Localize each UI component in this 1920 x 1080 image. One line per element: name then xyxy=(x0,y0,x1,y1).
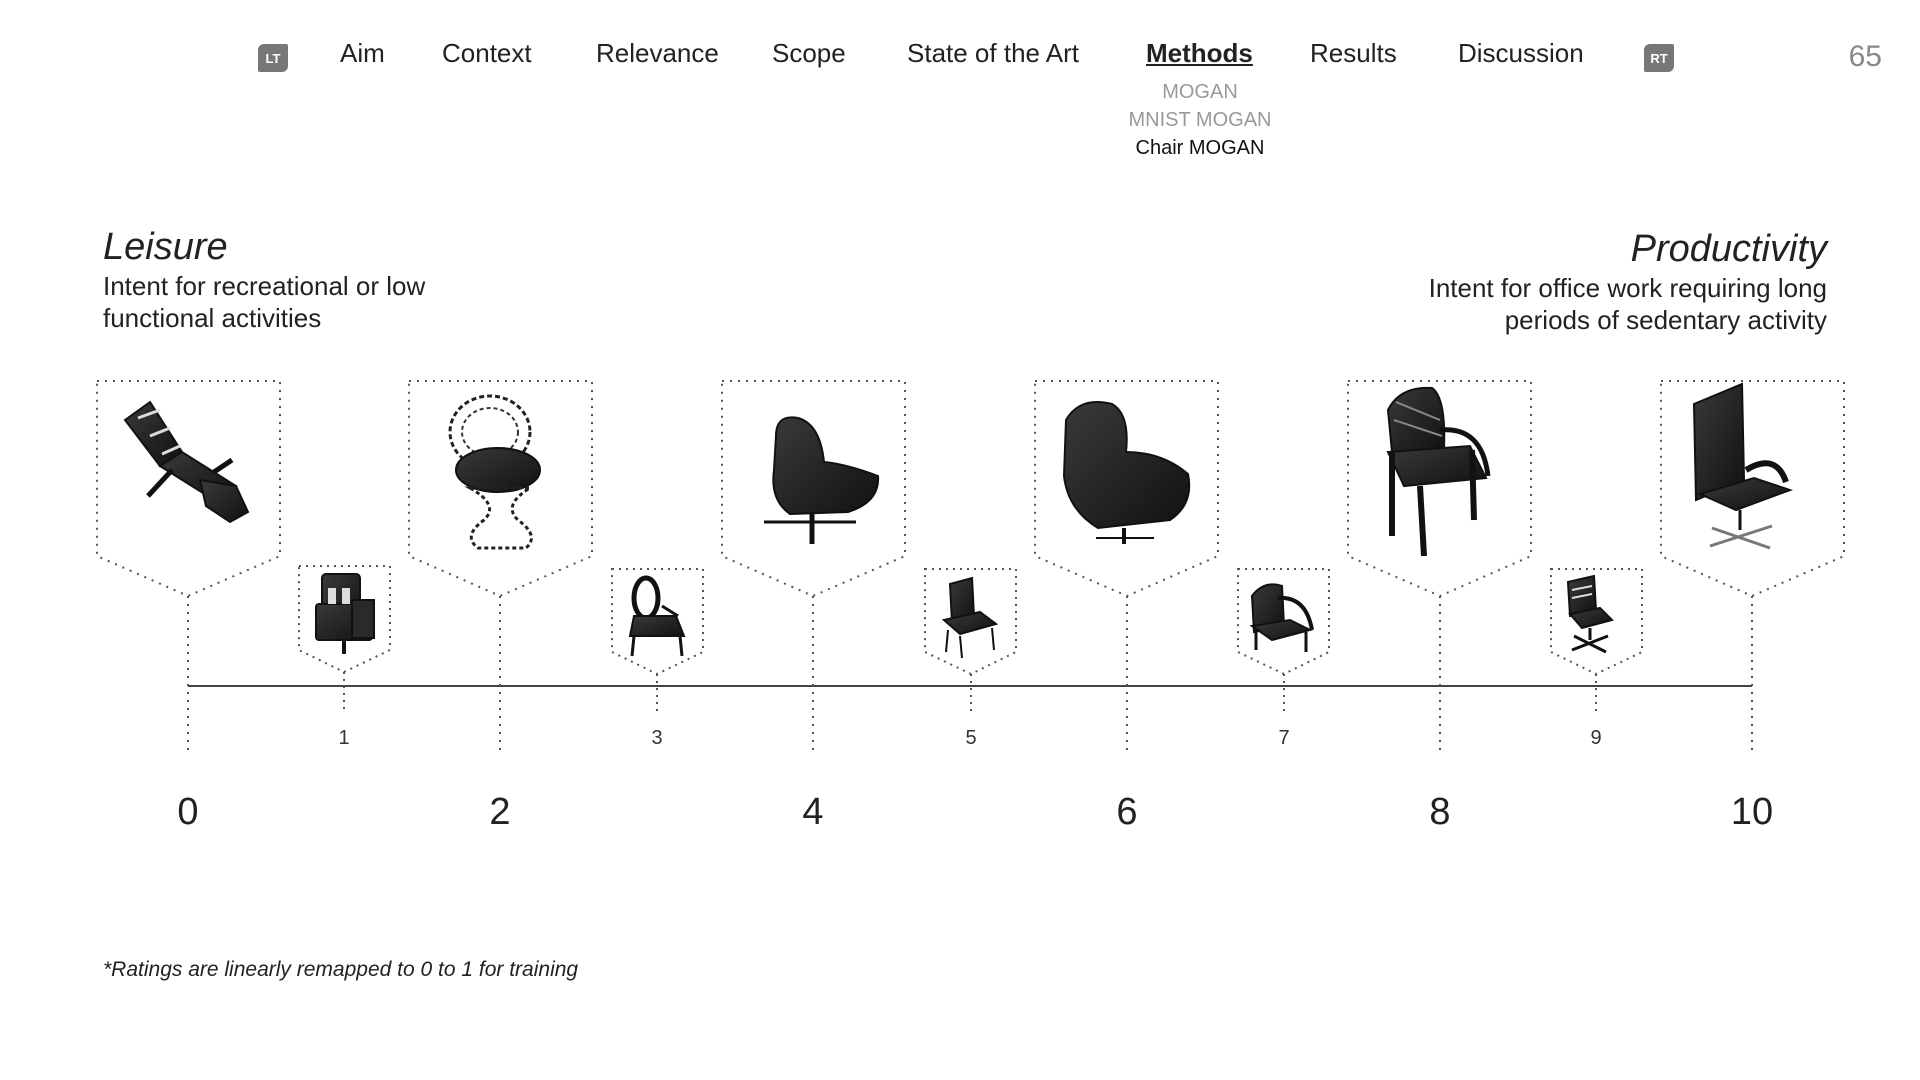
major-marker-8 xyxy=(1347,380,1532,752)
nav-item-scope[interactable]: Scope xyxy=(772,38,846,68)
left-badge-icon[interactable]: LT xyxy=(258,44,288,72)
nav-item-relevance[interactable]: Relevance xyxy=(596,38,719,68)
nav-item-methods[interactable]: Methods xyxy=(1146,38,1253,68)
nav-item-context[interactable]: Context xyxy=(442,38,532,68)
rating-scale-diagram: 1 3 5 7 9 0 2 4 6 8 10 xyxy=(96,380,1845,833)
major-label-2: 2 xyxy=(489,791,510,833)
major-marker-6 xyxy=(1034,380,1219,752)
minor-marker-3 xyxy=(611,568,704,712)
ornate-side-chair-icon xyxy=(628,575,686,657)
subnav-item-mogan[interactable]: MOGAN xyxy=(1162,81,1238,103)
subnav-item-chair-mogan[interactable]: Chair MOGAN xyxy=(1135,137,1265,159)
major-marker-0 xyxy=(96,380,281,752)
subnav-item-mnist-mogan[interactable]: MNIST MOGAN xyxy=(1128,109,1272,131)
major-marker-10 xyxy=(1660,380,1845,752)
nav-item-state-of-the-art[interactable]: State of the Art xyxy=(907,38,1079,68)
task-chair-icon xyxy=(1566,574,1614,654)
major-label-0: 0 xyxy=(177,791,198,833)
major-label-6: 6 xyxy=(1116,791,1137,833)
major-label-10: 10 xyxy=(1731,791,1773,833)
methods-subnav: MOGAN MNIST MOGAN Chair MOGAN xyxy=(1100,78,1300,162)
leisure-description: Intent for recreational or low functiona… xyxy=(103,271,426,333)
nav-item-results[interactable]: Results xyxy=(1310,38,1397,68)
footnote: *Ratings are linearly remapped to 0 to 1… xyxy=(103,958,579,981)
minor-label-1: 1 xyxy=(338,727,349,749)
minor-marker-5 xyxy=(924,568,1017,712)
dining-chair-icon xyxy=(941,576,999,659)
office-executive-chair-icon xyxy=(1692,382,1794,550)
productivity-description: Intent for office work requiring long pe… xyxy=(1428,273,1827,335)
nav-item-discussion[interactable]: Discussion xyxy=(1458,38,1584,68)
minor-marker-7 xyxy=(1237,568,1330,712)
lattice-armchair-icon xyxy=(1386,386,1491,557)
major-marker-4 xyxy=(721,380,906,752)
productivity-title: Productivity xyxy=(1630,228,1827,270)
armchair-icon xyxy=(1249,583,1314,652)
minor-marker-9 xyxy=(1550,568,1643,712)
wooden-armchair-icon xyxy=(315,573,375,654)
leisure-title: Leisure xyxy=(103,226,228,268)
major-label-4: 4 xyxy=(802,791,823,833)
minor-label-5: 5 xyxy=(965,727,976,749)
nav-item-aim[interactable]: Aim xyxy=(340,38,385,68)
major-marker-2 xyxy=(408,380,593,752)
lounge-chair-icon xyxy=(123,400,250,524)
page-number: 65 xyxy=(1848,40,1882,73)
wire-egg-chair-icon xyxy=(448,394,541,550)
minor-label-9: 9 xyxy=(1590,727,1601,749)
minor-label-7: 7 xyxy=(1278,727,1289,749)
top-navigation: LT Aim Context Relevance Scope State of … xyxy=(0,18,1920,159)
minor-label-3: 3 xyxy=(651,727,662,749)
upholstered-swivel-chair-icon xyxy=(1062,401,1191,544)
major-label-8: 8 xyxy=(1429,791,1450,833)
swivel-egg-chair-icon xyxy=(764,416,880,544)
right-badge-icon[interactable]: RT xyxy=(1644,44,1674,72)
